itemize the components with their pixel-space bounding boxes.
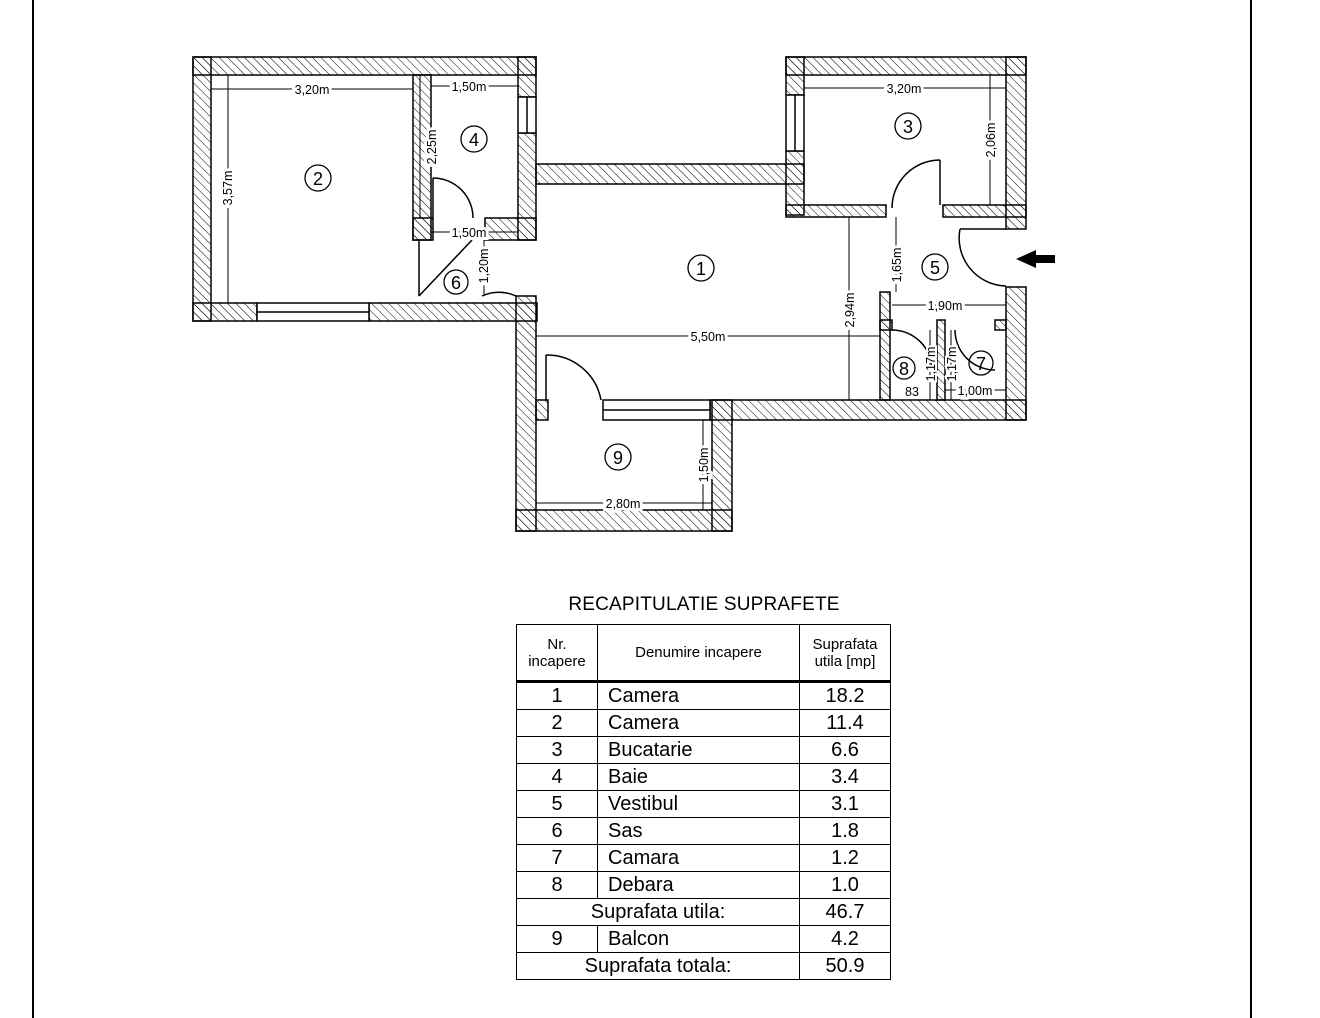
header-name: Denumire incapere bbox=[597, 624, 800, 682]
room-number: 8 bbox=[899, 359, 909, 379]
room-number: 3 bbox=[903, 117, 913, 137]
dimension-label: 3,20m bbox=[295, 83, 330, 97]
total-area-row: Suprafata totala: 50.9 bbox=[516, 952, 891, 980]
room-labels bbox=[304, 112, 994, 471]
useful-area-row: Suprafata utila: 46.7 bbox=[516, 898, 891, 926]
room-number: 5 bbox=[930, 258, 940, 278]
table-header-row: Nr. incapere Denumire incapere Suprafata… bbox=[516, 624, 891, 682]
dimension-lines bbox=[211, 75, 1006, 510]
drawing-frame bbox=[32, 0, 1252, 1018]
recap-title: RECAPITULATIE SUPRAFETE bbox=[568, 594, 840, 615]
dimension-label: 1,17m bbox=[924, 347, 938, 382]
room-number: 6 bbox=[451, 273, 461, 293]
dimension-label: 1,50m bbox=[697, 448, 711, 483]
room-number: 2 bbox=[313, 169, 323, 189]
windows bbox=[256, 94, 805, 421]
room-number: 4 bbox=[469, 130, 479, 150]
header-nr: Nr. incapere bbox=[516, 624, 598, 682]
walls bbox=[192, 56, 1027, 532]
table-row: 1 Camera 18.2 bbox=[516, 680, 891, 710]
dimension-label: 1,20m bbox=[477, 249, 491, 284]
table-row: 7 Camara 1.2 bbox=[516, 844, 891, 872]
table-row: 5 Vestibul 3.1 bbox=[516, 790, 891, 818]
dimension-label: 3,57m bbox=[221, 171, 235, 206]
table-row: 3 Bucatarie 6.6 bbox=[516, 736, 891, 764]
doors bbox=[418, 159, 1007, 401]
table-row: 4 Baie 3.4 bbox=[516, 763, 891, 791]
floor-plan: 2 1 3 4 5 6 7 8 9 3,20m 1,50m 3,20m 3,57… bbox=[192, 56, 1055, 532]
dimension-label: 1,17m bbox=[945, 347, 959, 382]
dimension-label: 83 bbox=[905, 385, 919, 399]
dimension-label: 1,00m bbox=[958, 384, 993, 398]
dimension-label: 2,06m bbox=[984, 123, 998, 158]
table-row: 6 Sas 1.8 bbox=[516, 817, 891, 845]
surface-table: Nr. incapere Denumire incapere Suprafata… bbox=[516, 624, 891, 980]
dimension-label: 5,50m bbox=[691, 330, 726, 344]
header-area: Suprafata utila [mp] bbox=[799, 624, 891, 682]
dimension-label: 1,90m bbox=[928, 299, 963, 313]
dimension-label: 2,80m bbox=[606, 497, 641, 511]
balcony-row: 9 Balcon 4.2 bbox=[516, 925, 891, 953]
table-row: 2 Camera 11.4 bbox=[516, 709, 891, 737]
room-number: 1 bbox=[696, 259, 706, 279]
table-row: 8 Debara 1.0 bbox=[516, 871, 891, 899]
dimension-label: 3,20m bbox=[887, 82, 922, 96]
dimension-label: 2,25m bbox=[425, 130, 439, 165]
entrance-arrow-icon bbox=[1016, 250, 1055, 268]
dimension-label: 2,94m bbox=[843, 293, 857, 328]
dimension-label: 1,50m bbox=[452, 226, 487, 240]
dimension-label: 1,50m bbox=[452, 80, 487, 94]
dimension-label: 1,65m bbox=[890, 248, 904, 283]
room-number: 7 bbox=[976, 354, 986, 374]
room-number: 9 bbox=[613, 448, 623, 468]
